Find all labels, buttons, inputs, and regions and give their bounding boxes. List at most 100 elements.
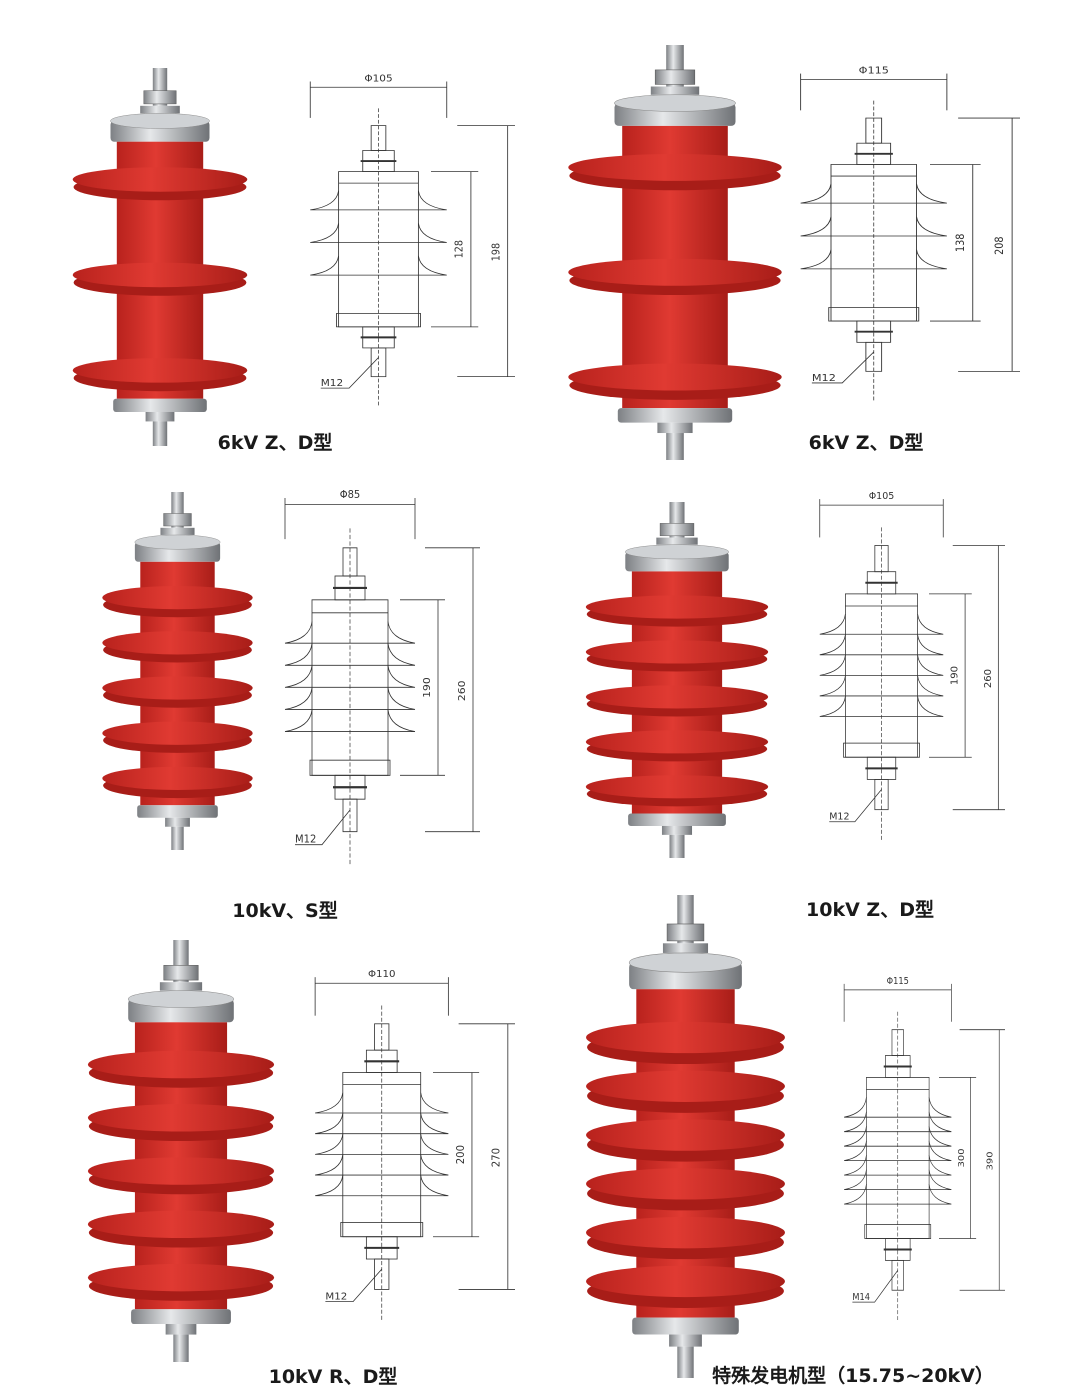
shed-outline [844, 1155, 952, 1176]
shed [586, 1021, 785, 1054]
shed-outline [284, 709, 416, 732]
shed-outline [315, 1175, 449, 1197]
shed [586, 1070, 785, 1102]
diameter-label: Φ110 [368, 969, 396, 980]
bottom-stud [152, 421, 168, 446]
shed-outline [284, 643, 416, 666]
bottom-stud [374, 1258, 390, 1290]
top-nut [666, 923, 705, 942]
shed-outline [819, 613, 944, 635]
shed [586, 1216, 785, 1249]
shed-outline [310, 190, 447, 211]
shed [87, 1104, 275, 1132]
bottom-ring [137, 805, 218, 818]
thread-label: M12 [325, 1292, 347, 1303]
washer [160, 527, 195, 535]
thread-leader [852, 1270, 898, 1303]
diameter-label: Φ85 [340, 489, 361, 501]
washer [159, 982, 203, 991]
shed-outline [819, 696, 944, 717]
model-caption: 6kV Z、D型 [217, 432, 333, 454]
shed [102, 676, 253, 700]
arrester-photo [72, 68, 248, 446]
shed [585, 640, 769, 664]
thread-label: M12 [321, 379, 343, 389]
shed [87, 1263, 275, 1292]
bottom-stud [669, 834, 685, 858]
shed-outline [844, 1169, 952, 1191]
shed [586, 1168, 785, 1200]
top-nut [163, 513, 192, 527]
inner-height-label: 200 [456, 1145, 467, 1164]
diameter-label: Φ105 [869, 491, 895, 502]
model-caption: 6kV Z、D型 [808, 432, 924, 454]
shed [586, 1119, 785, 1151]
shed [102, 585, 253, 610]
shed [102, 766, 253, 791]
bottom-ring [113, 398, 207, 412]
shed-outline [844, 1184, 952, 1205]
top-nut [163, 965, 199, 981]
bottom-ring [628, 813, 726, 826]
shed [87, 1050, 275, 1079]
shed-outline [315, 1113, 449, 1135]
shed-outline [800, 249, 947, 270]
washer [656, 537, 698, 545]
shed [568, 363, 782, 391]
top-nut [143, 90, 177, 105]
bottom-stud [370, 347, 387, 378]
total-height-label: 390 [986, 1151, 995, 1170]
model-caption: 10kV Z、D型 [806, 899, 934, 921]
diameter-label: Φ105 [364, 74, 392, 84]
thread-label: M12 [295, 833, 316, 845]
shed [568, 153, 782, 181]
shed [568, 258, 782, 286]
shed-outline [819, 655, 944, 676]
total-height-label: 270 [492, 1148, 503, 1167]
shed [72, 262, 248, 288]
shed [585, 730, 769, 754]
washer [662, 943, 709, 953]
bottom-nut [661, 825, 693, 835]
thread-label: M12 [812, 373, 836, 384]
model-caption: 10kV R、D型 [268, 1366, 398, 1388]
bottom-ring [632, 1317, 739, 1335]
shed-outline [315, 1134, 449, 1155]
shed [586, 1265, 785, 1298]
shed-outline [844, 1111, 952, 1133]
inner-height-label: 190 [421, 677, 433, 698]
arrester-photo [568, 45, 782, 460]
arrester-photo [102, 492, 253, 850]
inner-height-label: 300 [957, 1148, 966, 1167]
bottom-nut [165, 817, 190, 827]
shed-outline [315, 1154, 449, 1176]
arrester-photo [586, 895, 785, 1378]
thread-label: M14 [852, 1293, 870, 1304]
total-height-label: 208 [993, 236, 1006, 254]
shed-outline [315, 1092, 449, 1114]
shed [585, 685, 769, 709]
shed [585, 595, 769, 619]
bottom-stud [666, 433, 684, 460]
shed [72, 358, 248, 383]
thread-label: M12 [829, 812, 849, 823]
inner-height-label: 138 [954, 234, 967, 252]
thread-leader [811, 351, 875, 384]
top-nut [654, 69, 696, 85]
shed [585, 775, 769, 799]
shed [87, 1157, 275, 1185]
shed-outline [800, 183, 947, 204]
shed-outline [844, 1126, 952, 1147]
bottom-stud [874, 779, 889, 811]
shed [102, 631, 253, 655]
bottom-stud [173, 1334, 189, 1362]
bottom-nut [145, 411, 175, 422]
arrester-photo [585, 502, 769, 858]
model-caption: 特殊发电机型（15.75~20kV） [712, 1365, 994, 1387]
